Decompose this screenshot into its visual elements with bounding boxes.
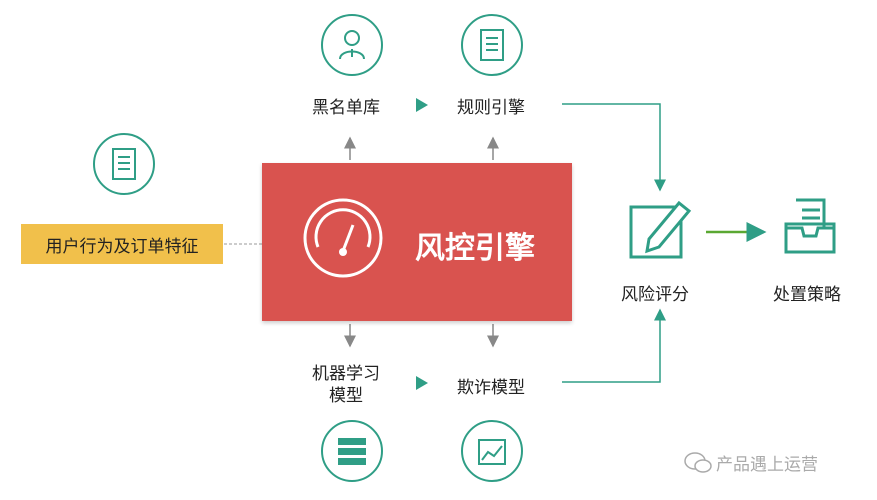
chevron-right-icon [416, 98, 428, 112]
document-icon [93, 133, 155, 195]
wechat-icon [684, 451, 712, 473]
risk-score-label: 风险评分 [621, 285, 689, 305]
strategy-label: 处置策略 [773, 285, 841, 305]
watermark-text: 产品遇上运营 [716, 455, 818, 475]
engine-title: 风控引擎 [415, 231, 535, 266]
chevron-right-icon [416, 376, 428, 390]
document-icon [461, 14, 523, 76]
input-box: 用户行为及订单特征 [21, 224, 223, 264]
person-icon [321, 14, 383, 76]
ml-model-label: 机器学习 模型 [312, 364, 380, 406]
edit-icon [629, 200, 692, 259]
rules-to-score-line [562, 103, 666, 192]
blacklist-label: 黑名单库 [312, 98, 380, 118]
risk-engine-box [262, 163, 572, 321]
server-icon [321, 420, 383, 482]
fraud-to-score-line [562, 308, 666, 383]
watermark: 产品遇上运营 [684, 450, 818, 475]
gauge-icon [303, 198, 383, 278]
rules-label: 规则引擎 [457, 98, 525, 118]
chart-icon [461, 420, 523, 482]
fraud-model-label: 欺诈模型 [457, 378, 525, 398]
inbox-tray-icon [784, 198, 836, 254]
